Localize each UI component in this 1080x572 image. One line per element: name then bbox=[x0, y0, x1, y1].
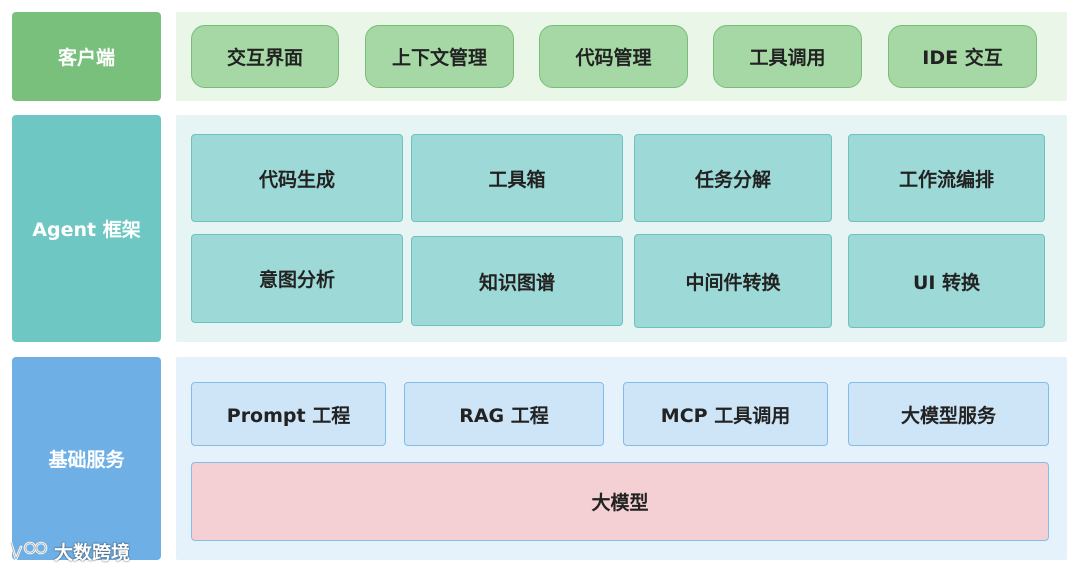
agent-item-workflow-orchestration: 工作流编排 bbox=[848, 134, 1045, 222]
agent-item-label: UI 转换 bbox=[912, 271, 981, 294]
client-item-context-management: 上下文管理 bbox=[365, 25, 514, 88]
base-item-prompt-engineering: Prompt 工程 bbox=[191, 382, 386, 446]
client-item-label: 代码管理 bbox=[575, 47, 652, 69]
agent-item-label: 工具箱 bbox=[488, 168, 546, 191]
agent-item-toolbox: 工具箱 bbox=[411, 134, 623, 222]
base-item-label: 大模型服务 bbox=[900, 404, 996, 427]
base-item-label: Prompt 工程 bbox=[226, 404, 351, 427]
base-item-mcp-tool-invocation: MCP 工具调用 bbox=[623, 382, 828, 446]
agent-item-label: 中间件转换 bbox=[685, 271, 781, 294]
layer-label-client: 客户端 bbox=[12, 12, 161, 101]
layer-label-client-text: 客户端 bbox=[57, 47, 115, 69]
client-item-ide-interaction: IDE 交互 bbox=[888, 25, 1037, 88]
agent-item-middleware-conversion: 中间件转换 bbox=[634, 234, 832, 328]
client-item-label: 上下文管理 bbox=[391, 47, 487, 69]
client-item-label: 交互界面 bbox=[226, 47, 303, 69]
agent-item-label: 任务分解 bbox=[694, 168, 771, 191]
watermark: 大数跨境 bbox=[8, 536, 130, 566]
agent-item-label: 代码生成 bbox=[258, 168, 335, 191]
foundation-llm-box: 大模型 bbox=[191, 462, 1049, 541]
agent-item-task-decomposition: 任务分解 bbox=[634, 134, 832, 222]
agent-item-label: 意图分析 bbox=[258, 269, 335, 291]
client-item-tool-invocation: 工具调用 bbox=[713, 25, 862, 88]
client-item-interaction-ui: 交互界面 bbox=[191, 25, 339, 88]
agent-item-ui-conversion: UI 转换 bbox=[848, 234, 1045, 328]
layer-label-base: 基础服务 bbox=[12, 357, 161, 560]
layer-label-agent-text: Agent 框架 bbox=[32, 219, 141, 241]
base-item-llm-service: 大模型服务 bbox=[848, 382, 1049, 446]
agent-item-label: 工作流编排 bbox=[898, 168, 994, 191]
client-item-code-management: 代码管理 bbox=[539, 25, 688, 88]
logo-icon bbox=[9, 541, 48, 563]
base-item-rag-engineering: RAG 工程 bbox=[404, 382, 604, 446]
layer-label-agent: Agent 框架 bbox=[12, 115, 161, 342]
client-item-label: 工具调用 bbox=[749, 47, 826, 69]
agent-item-code-generation: 代码生成 bbox=[191, 134, 403, 222]
foundation-llm-label: 大模型 bbox=[591, 492, 649, 514]
base-item-label: MCP 工具调用 bbox=[660, 404, 791, 427]
layer-label-base-text: 基础服务 bbox=[48, 449, 125, 471]
client-item-label: IDE 交互 bbox=[922, 47, 1003, 69]
agent-item-intent-analysis: 意图分析 bbox=[191, 234, 403, 323]
base-item-label: RAG 工程 bbox=[459, 404, 549, 427]
agent-item-knowledge-graph: 知识图谱 bbox=[411, 236, 623, 326]
agent-item-label: 知识图谱 bbox=[478, 271, 555, 294]
watermark-text: 大数跨境 bbox=[54, 541, 131, 564]
